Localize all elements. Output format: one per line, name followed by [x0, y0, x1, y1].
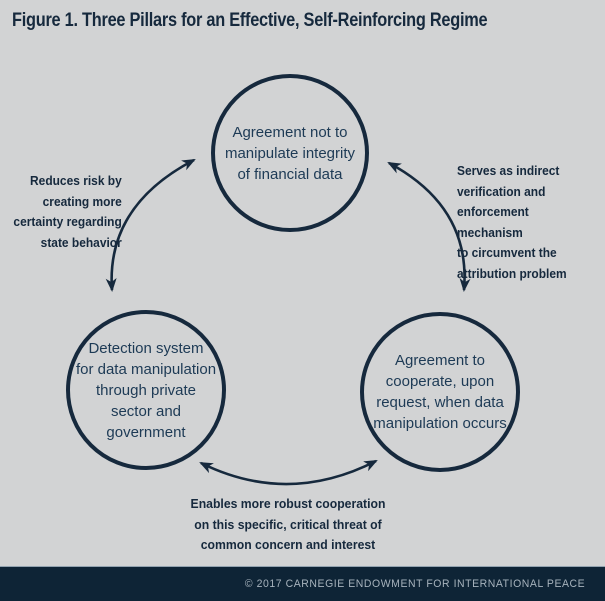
- arrow-bottomleft-bottomright: [199, 459, 378, 486]
- pillar-text-cooperation: Agreement to cooperate, upon request, wh…: [373, 352, 507, 432]
- label-robust-cooperation: Enables more robust cooperation on this …: [190, 496, 386, 552]
- figure-title: Figure 1. Three Pillars for an Effective…: [12, 10, 488, 31]
- pillar-circle-no-manipulation: Agreement not to manipulate integrity of…: [211, 74, 369, 232]
- pillar-circle-cooperation: Agreement to cooperate, upon request, wh…: [360, 312, 520, 472]
- label-reduces-risk: Reduces risk by creating more certainty …: [13, 173, 122, 250]
- arrow-top-bottomright: [387, 161, 471, 293]
- pillar-text-detection-system: Detection system for data manipulation t…: [75, 339, 217, 441]
- pillar-circle-detection-system: Detection system for data manipulation t…: [66, 310, 226, 470]
- arrow-bottomleft-top: [105, 158, 196, 293]
- copyright-text: © 2017 CARNEGIE ENDOWMENT FOR INTERNATIO…: [244, 578, 585, 590]
- label-indirect-verification: Serves as indirect verification and enfo…: [457, 163, 567, 281]
- footer-bar: © 2017 CARNEGIE ENDOWMENT FOR INTERNATIO…: [0, 566, 605, 601]
- pillar-text-no-manipulation: Agreement not to manipulate integrity of…: [224, 123, 356, 183]
